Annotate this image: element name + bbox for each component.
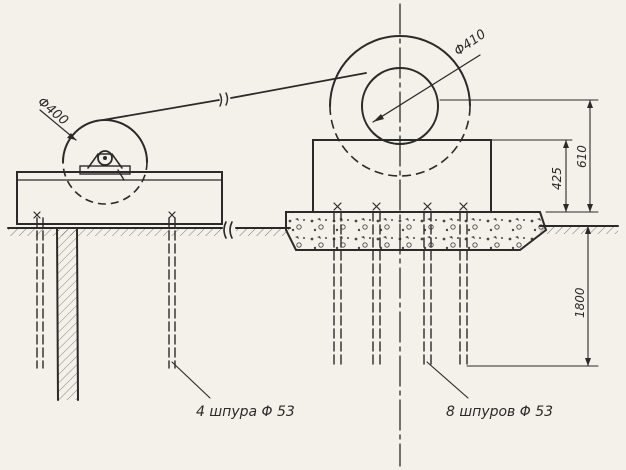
- left-drill-hole-2: [168, 211, 176, 369]
- right-drill-hole-3: [423, 202, 432, 367]
- right-drill-hole-1: [333, 202, 342, 367]
- belt: [102, 72, 367, 121]
- right-drill-hole-4: [459, 202, 468, 367]
- right-pulley-dim-leader: [372, 54, 481, 123]
- ground-break-mark: [223, 221, 233, 239]
- left-deep-shaft: [56, 227, 79, 401]
- right-holes-note: 8 шпуров Φ 53: [446, 404, 553, 420]
- left-pulley-dim-leader: [39, 109, 77, 141]
- dimension-425: [563, 139, 569, 213]
- left-holes-leader: [171, 361, 211, 399]
- right-machine-block: [312, 139, 492, 213]
- dimension-610-label: 610: [575, 145, 589, 168]
- ground-line-left: [7, 227, 223, 236]
- left-drill-hole-1: [33, 211, 44, 369]
- right-pulley-diameter-label: Φ410: [452, 27, 489, 59]
- left-holes-note: 4 шпура Φ 53: [196, 404, 295, 420]
- left-pulley: [62, 119, 148, 205]
- ground-line-right: [235, 225, 619, 236]
- right-concrete-slab: [285, 211, 548, 251]
- dimension-1800-label: 1800: [573, 287, 587, 318]
- right-drill-hole-2: [372, 202, 381, 367]
- dimension-610: [587, 99, 593, 213]
- left-pulley-diameter-label: Φ400: [34, 95, 70, 129]
- dimension-extension-lines: [439, 99, 599, 367]
- right-holes-leader: [426, 361, 469, 399]
- dimension-425-label: 425: [550, 167, 564, 190]
- left-foundation-block: [16, 171, 223, 225]
- dimension-1800: [585, 225, 591, 367]
